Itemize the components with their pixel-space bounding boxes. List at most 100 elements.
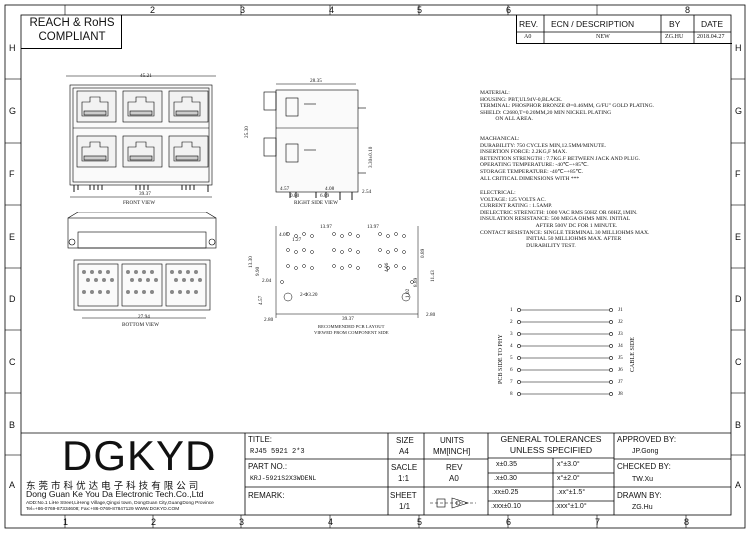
- title-value: RJ45 5921 2*3: [250, 448, 305, 456]
- schematic-left-pin: 5: [510, 355, 513, 361]
- row-label: F: [9, 169, 15, 179]
- spec-line: MATERIAL:: [480, 90, 510, 96]
- front-view-caption: FRONT VIEW: [123, 200, 156, 206]
- dim-side-d5: 6.89: [320, 193, 330, 199]
- schematic-right-pin: J1: [618, 307, 623, 313]
- dim-front-width: 39.37: [139, 191, 151, 197]
- tolerance-linear: .xxx±0.10: [491, 503, 521, 510]
- dim-pcb-k: 2.80: [426, 312, 436, 318]
- company-address: ADD:No.1 LiHe Street,LiHeng Village,Qing…: [26, 501, 214, 506]
- dim-side-d4: 4.08: [325, 186, 335, 192]
- rev-row-date: 2018.04.27: [697, 34, 725, 40]
- row-label: A: [735, 480, 742, 490]
- spec-line: INSULATION RESISTANCE: 500 MEGA OHMS MIN…: [480, 216, 631, 223]
- col-label: 5: [417, 517, 423, 527]
- sheet-label: SHEET: [390, 491, 417, 500]
- dim-side-d2: 4.57: [280, 186, 290, 192]
- col-label: 7: [595, 517, 601, 527]
- dim-bottom-width: 27.94: [138, 314, 150, 320]
- schematic-left-pin: 3: [510, 331, 513, 337]
- rev-row-by: ZG.HU: [665, 34, 684, 40]
- dim-side-d6: 2.54: [362, 189, 372, 195]
- schematic-right-pin: J3: [618, 331, 623, 337]
- row-label: G: [735, 106, 743, 116]
- schematic-left-pin: 2: [510, 319, 513, 325]
- schematic-right-pin: J7: [618, 379, 623, 385]
- spec-line: MACHANICAL:: [480, 136, 520, 142]
- bottom-view-caption: BOTTOM VIEW: [122, 322, 160, 328]
- tolerance-angular: x°±2.0°: [557, 475, 580, 482]
- company-logo: DGKYD: [62, 432, 217, 479]
- dim-pcb-c: 13.97: [320, 224, 332, 230]
- schematic-pcb-side-label: PCB SIDE TO PHY: [498, 334, 504, 384]
- col-label: 8: [684, 517, 690, 527]
- rev-row-rev: A0: [524, 34, 532, 40]
- schematic-left-pin: 7: [510, 379, 513, 385]
- schematic-right-pin: J8: [618, 391, 623, 397]
- part-no-label: PART NO.:: [248, 462, 288, 471]
- dim-pcb-g: 2.04: [262, 278, 272, 284]
- col-label: 4: [329, 5, 335, 15]
- spec-line: HOUSING: PBT,UL94V-0,BLACK.: [480, 96, 563, 103]
- scale-label: SACLE: [391, 463, 418, 472]
- dim-pcb-m: 8.89: [413, 277, 419, 287]
- drawn-by-value: ZG.Hu: [632, 504, 653, 511]
- dim-pcb-j: 2.80: [264, 317, 274, 323]
- schematic-left-pin: 6: [510, 367, 513, 373]
- schematic-right-pin: J4: [618, 343, 623, 349]
- col-label: 4: [328, 517, 334, 527]
- rev-header-by: BY: [669, 19, 681, 29]
- dim-pcb-n: 11.43: [430, 270, 436, 282]
- revision-table: [516, 15, 732, 44]
- spec-line: DURABILITY TEST.: [480, 242, 576, 249]
- remark-label: REMARK:: [248, 491, 285, 500]
- spec-line: ALL CRITICAL DIMENSIONS WITH ***: [480, 175, 580, 182]
- mechanical-spec: MACHANICAL: DURABILITY: 750 CYCLES MIN,1…: [480, 136, 730, 182]
- schematic-left-pin: 4: [510, 343, 513, 349]
- checked-by-label: CHECKED BY:: [617, 462, 671, 471]
- col-label: 2: [151, 517, 157, 527]
- tolerance-linear: x±0.35: [496, 461, 517, 468]
- dim-pcb-o: 0.89: [420, 248, 426, 258]
- row-label: C: [735, 357, 742, 367]
- dim-front-top: 45.21: [140, 73, 152, 79]
- schematic-left-pin: 1: [510, 307, 513, 313]
- col-label: 8: [685, 5, 691, 15]
- row-label: C: [9, 357, 16, 367]
- dim-pcb-d: 13.97: [367, 224, 379, 230]
- tolerance-linear: .x±0.30: [494, 475, 517, 482]
- rev-row-desc: NEW: [596, 34, 610, 40]
- checked-by-value: TW.Xu: [632, 476, 654, 483]
- spec-line: INITIAL 50 MILLIOHMS MAX. AFTER: [480, 236, 622, 243]
- spec-line: INSERTION FORCE: 2.2KG,F MAX.: [480, 149, 567, 156]
- dim-side-height: 25.30: [244, 126, 250, 138]
- col-label: 3: [239, 517, 245, 527]
- dim-pcb-i: 2-Φ3.20: [300, 292, 318, 298]
- dim-side-width: 28.35: [310, 78, 322, 84]
- schematic-left-pin: 8: [510, 391, 513, 397]
- front-view-drawing: [66, 75, 216, 198]
- dim-side-d3: 0.80: [290, 193, 300, 199]
- rev-label: REV: [446, 463, 463, 472]
- spec-line: DIELECTRIC STRENGTH: 1000 VAC RMS 50HZ O…: [480, 209, 638, 216]
- spec-line: DURABILITY: 750 CYCLES MIN,12.5MM/MINUTE…: [480, 142, 606, 149]
- right-side-view-caption: RIGHT SIDE VIEW: [294, 200, 339, 206]
- spec-line: OPERATING TEMPERATURE: -40℃~+85℃.: [480, 162, 589, 169]
- col-label: 3: [240, 5, 246, 15]
- tolerance-angular: .xxx°±1.0°: [555, 503, 587, 510]
- spec-line: ON ALL AREA.: [480, 116, 533, 123]
- col-label: 6: [506, 5, 512, 15]
- dim-pcb-h: 4.57: [258, 295, 264, 305]
- row-label: B: [9, 420, 16, 430]
- sheet-value: 1/1: [399, 502, 411, 511]
- row-label: F: [735, 169, 741, 179]
- spec-line: AFTER 500V DC FOR 1 MINUTE.: [480, 222, 618, 229]
- row-label: B: [735, 420, 742, 430]
- rev-header-date: DATE: [701, 19, 724, 29]
- row-label: E: [735, 232, 742, 242]
- part-no-value: KRJ-5921S2X3WDENL: [250, 475, 317, 482]
- drawn-by-label: DRAWN BY:: [617, 491, 662, 500]
- pinout-schematic: [517, 308, 613, 396]
- electrical-spec: ELECTRICAL: VOLTAGE: 125 VOLTS AC. CURRE…: [480, 190, 730, 249]
- revision-grid: [516, 15, 731, 43]
